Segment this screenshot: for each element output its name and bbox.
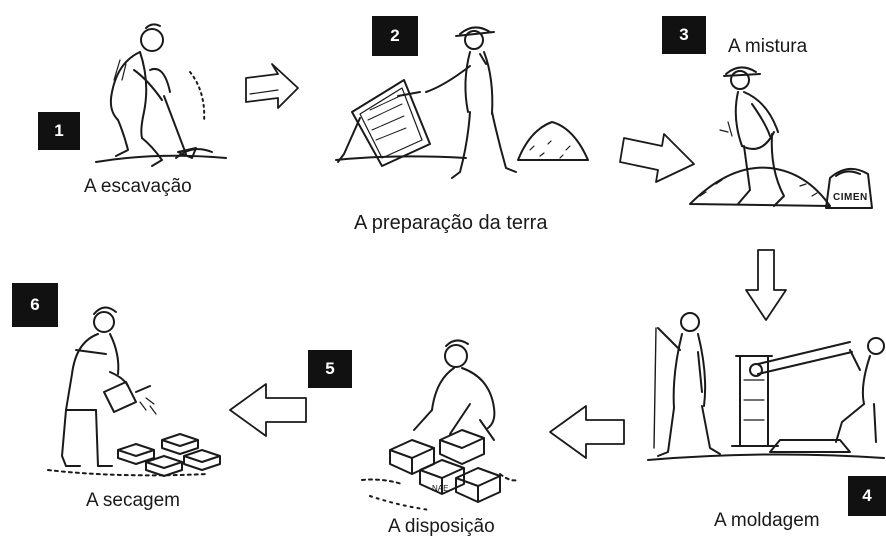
step-1-badge: 1 [38, 112, 80, 150]
arrow-5-to-6 [230, 384, 306, 436]
arrow-3-to-4 [746, 250, 786, 320]
mixing-illustration [690, 67, 872, 208]
step-5-label: A disposição [388, 516, 495, 538]
step-4-badge: 4 [848, 476, 886, 516]
step-2-badge: 2 [372, 16, 418, 56]
step-3-label: A mistura [728, 36, 807, 58]
molding-illustration [648, 313, 884, 460]
step-5-badge: 5 [308, 350, 352, 388]
step-2-label: A preparação da terra [354, 212, 547, 235]
step-4-label: A moldagem [714, 510, 820, 532]
step-3-badge: 3 [662, 16, 706, 54]
arrow-4-to-5 [550, 406, 624, 458]
digging-illustration [96, 24, 226, 166]
step-6-label: A secagem [86, 490, 180, 512]
drying-illustration [48, 307, 220, 476]
arrow-2-to-3 [620, 134, 694, 182]
step-6-badge: 6 [12, 283, 58, 327]
brick-text: NAE [432, 484, 448, 493]
arrow-1-to-2 [246, 64, 298, 108]
step-1-label: A escavação [84, 176, 192, 198]
sack-text: CIMEN [833, 192, 868, 203]
